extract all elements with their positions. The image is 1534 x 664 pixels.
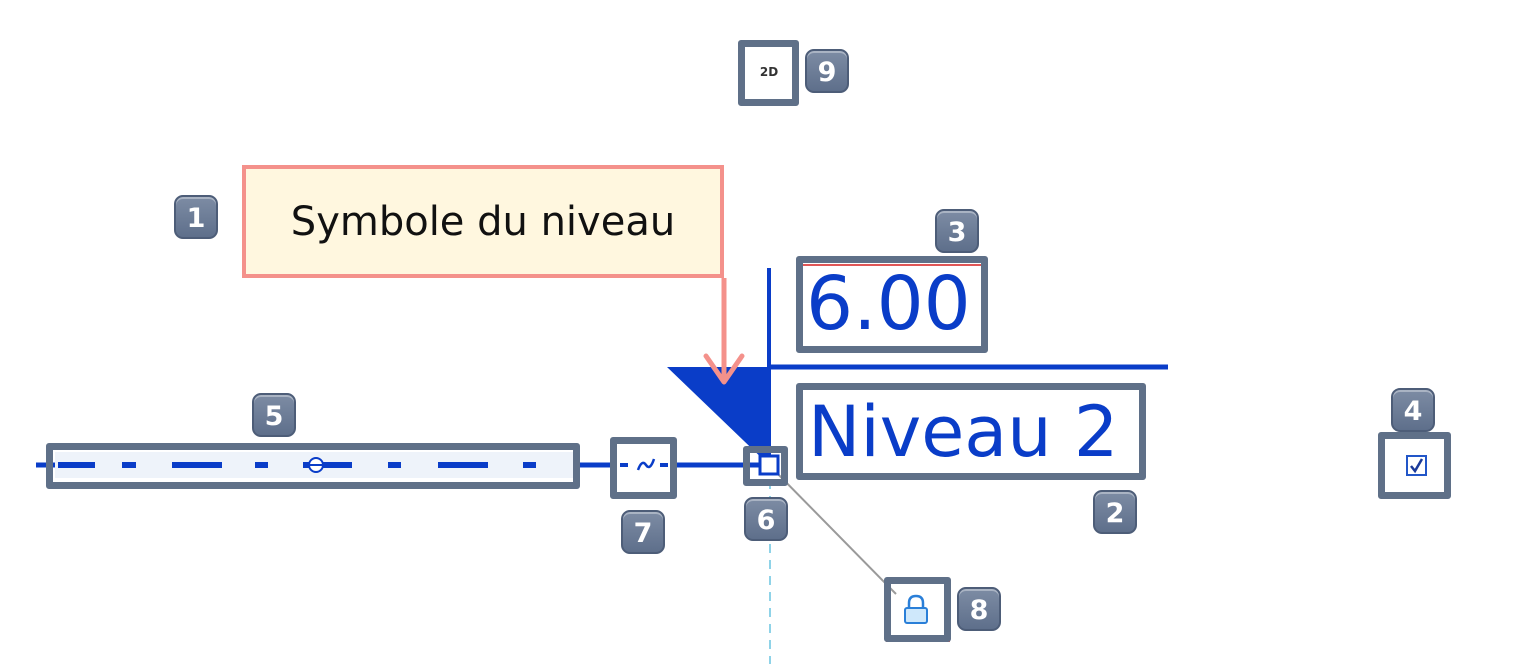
badge-8: 8 [957, 587, 1001, 631]
visibility-checkbox-icon[interactable] [1406, 455, 1427, 476]
badge-2: 2 [1093, 490, 1137, 534]
badge-3: 3 [935, 209, 979, 253]
lock-icon[interactable] [904, 594, 928, 624]
badge-7: 7 [621, 510, 665, 554]
level-head-triangle [667, 367, 769, 465]
badge-9: 9 [805, 49, 849, 93]
highlight-lock [884, 577, 951, 642]
badge-5: 5 [252, 393, 296, 437]
callout-level-symbol: Symbole du niveau [242, 165, 724, 278]
view-2d-toggle[interactable]: 2D [745, 46, 793, 98]
level-name-text[interactable]: Niveau 2 [808, 391, 1119, 473]
callout-label: Symbole du niveau [290, 198, 676, 245]
badge-1: 1 [174, 195, 218, 239]
highlight-line-pattern [46, 443, 580, 489]
highlight-view-2d [738, 40, 799, 106]
highlight-elevation [796, 256, 988, 353]
highlight-level-name [796, 383, 1146, 480]
break-icon[interactable] [636, 458, 656, 471]
callout-arrow-head [703, 353, 745, 385]
circle-grip-icon[interactable] [308, 457, 324, 473]
highlight-checkbox [1378, 432, 1451, 499]
highlight-drag-handle [743, 446, 788, 486]
lock-connector-line [769, 465, 897, 595]
badge-6: 6 [744, 497, 788, 541]
badge-4: 4 [1391, 388, 1435, 432]
level-elevation-text[interactable]: 6.00 [806, 261, 971, 347]
view-2d-label: 2D [759, 65, 779, 79]
highlight-break [610, 437, 677, 499]
square-handle-icon[interactable] [758, 454, 780, 476]
